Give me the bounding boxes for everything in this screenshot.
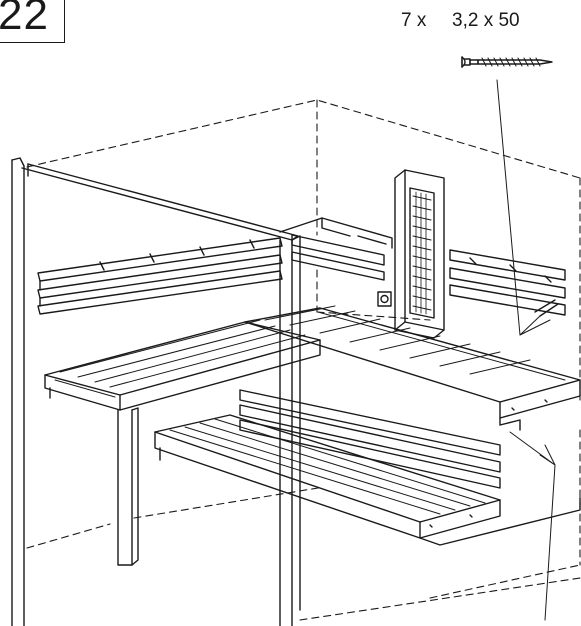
backrest-left [37, 217, 393, 315]
fastener-quantity: 7 x [401, 10, 427, 31]
wall-socket [377, 291, 392, 307]
frame-post-left [11, 157, 299, 626]
screw-icon [461, 56, 553, 68]
room-outline [26, 99, 581, 621]
bench-riser [239, 389, 521, 489]
bench-leg [117, 407, 139, 566]
lower-bench [154, 414, 581, 546]
step-number-box: 22 [0, 0, 65, 43]
upper-bench-left [44, 319, 321, 411]
step-number: 22 [0, 0, 49, 39]
leader-lines [496, 79, 556, 621]
frame-post-right [279, 235, 301, 626]
heater-panel [394, 169, 445, 339]
fastener-dimension: 3,2 x 50 [452, 10, 520, 31]
backrest-right [449, 249, 566, 317]
